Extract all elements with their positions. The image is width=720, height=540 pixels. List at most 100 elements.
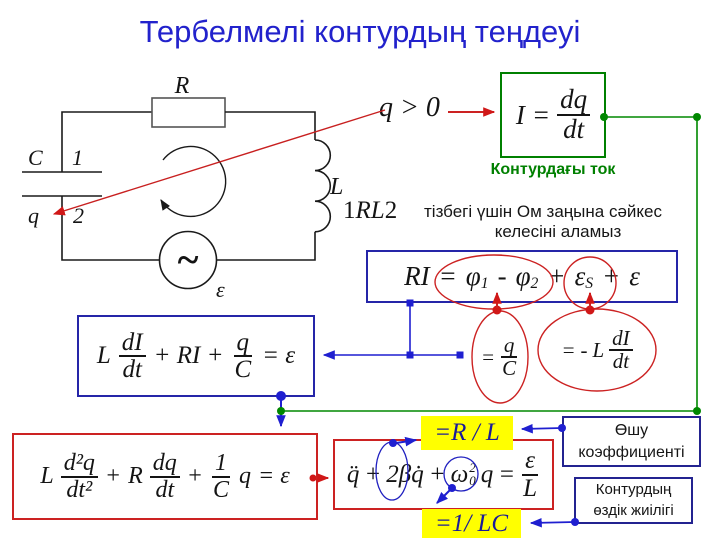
resistor-label: R	[174, 73, 190, 99]
second-order-equation-box: L d²q dt² + R dq dt + 1 C q = ε	[12, 433, 318, 520]
current-equation-box: I = dq dt	[500, 72, 606, 158]
current-eq-sign: =	[531, 99, 551, 130]
loop-den2: C	[234, 356, 252, 383]
resistor-symbol	[151, 97, 226, 128]
capacitor-substitution: = q C	[472, 330, 528, 384]
ohm-phi1: φ1	[465, 261, 489, 293]
inductor-symbol	[314, 139, 332, 233]
rl-n1: 1	[343, 197, 356, 224]
damping-line2: коэффициенті	[578, 443, 685, 461]
so-frac2: dq dt	[149, 451, 180, 503]
flow-dot-3	[693, 407, 701, 415]
damping-label-arrow	[520, 423, 563, 434]
capacitor-label: C	[28, 145, 43, 170]
indsub-den: dt	[612, 349, 630, 373]
so-coef2: R	[128, 463, 143, 489]
damping-coefficient-label-box: Өшу коэффициенті	[562, 416, 701, 467]
loop-frac1: dI dt	[118, 329, 146, 383]
indsub-eq: =	[561, 337, 576, 362]
capsub-num: q	[500, 334, 518, 358]
mid-junction-square	[406, 351, 414, 359]
emf-label: ε	[216, 277, 225, 302]
ohm-text-line2: келесіні аламыз	[494, 222, 622, 241]
phi-junction-dot	[492, 305, 502, 315]
current-fraction: dq dt	[557, 86, 591, 144]
ac-tilde-symbol: ~	[178, 237, 199, 282]
canon-plus2: +	[428, 460, 446, 488]
rl-rl: RL	[355, 197, 385, 224]
so-den3: C	[212, 476, 229, 503]
node2-label: 2	[73, 203, 84, 228]
current-caption: Контурдағы ток	[490, 161, 616, 178]
page-title: Тербелмелі контурдың теңдеуі	[139, 14, 581, 49]
so-frac1: d²q dt²	[60, 451, 98, 503]
capsub-fraction: q C	[499, 334, 519, 380]
ohm-lhs: RI	[404, 261, 430, 291]
loop-equation-box: L dI dt + RI + q C = ε	[77, 315, 315, 397]
ohm-eps: ε	[629, 261, 640, 291]
capsub-den: C	[502, 356, 517, 380]
end-junction-square	[456, 351, 464, 359]
canon-var: q	[480, 460, 494, 488]
flow-dot-4	[277, 407, 285, 415]
charge-pointer-line	[52, 109, 386, 216]
so-num3: 1	[211, 451, 230, 478]
canon-beta-term: 2βq̇	[386, 460, 424, 488]
canon-fraction: ε L	[520, 448, 540, 501]
canon-eq-sign: =	[498, 460, 516, 488]
current-direction-arrow	[160, 145, 227, 218]
charge-condition-text: q > 0	[379, 92, 440, 123]
ohm-plus-a: +	[547, 261, 566, 291]
eigenfreq-line2: өздік жиілігі	[593, 501, 674, 519]
so-num1: d²q	[60, 451, 98, 478]
ohm-text-line1: тізбегі үшін Ом заңына сәйкес	[424, 202, 662, 221]
so-plus2: +	[186, 463, 203, 489]
canon-omega-supsub: 2 0	[469, 460, 476, 488]
current-lhs: I	[515, 99, 525, 130]
rl-n2: 2	[384, 197, 398, 224]
circuit-labels: R L C 1 q 2 ε ~	[28, 73, 343, 302]
ohm-phi2: φ2	[515, 261, 539, 293]
inductor-label: L	[329, 174, 343, 200]
damping-line1: Өшу	[614, 421, 649, 439]
charge-label: q	[28, 203, 39, 228]
canon-omega: ω	[450, 460, 469, 488]
so-rhs: = ε	[258, 463, 290, 489]
node1-label: 1	[72, 145, 83, 170]
loop-num2: q	[233, 329, 253, 357]
so-coef1: L	[40, 463, 54, 489]
indsub-minus: -	[580, 337, 588, 362]
ohm-eps-s: εS	[574, 261, 594, 293]
inductor-substitution: = - L dI dt	[540, 326, 654, 374]
eigenfreq-line1: Контурдың	[595, 481, 672, 499]
loop-coef: L	[96, 342, 111, 369]
omega-definition: =1/ LC	[422, 509, 521, 538]
so-plus1: +	[104, 463, 122, 489]
loop-frac2: q C	[231, 329, 254, 383]
loop-mid: + RI +	[153, 342, 224, 369]
canon-qddot: q̈	[346, 460, 360, 488]
loop-num1: dI	[118, 329, 146, 357]
ohm-law-equation-box: RI = φ1 - φ2 + εS + ε	[366, 250, 678, 303]
so-num2: dq	[149, 451, 180, 478]
capsub-eq: =	[480, 344, 496, 369]
eps-junction-dot	[585, 305, 595, 315]
indsub-coef: L	[592, 337, 605, 362]
so-var: q	[239, 463, 251, 489]
so-den1: dt²	[66, 476, 93, 503]
so-den2: dt	[155, 476, 175, 503]
rl-segment-label: 1RL2	[343, 197, 397, 225]
ac-source-symbol	[158, 230, 218, 290]
indsub-fraction: dI dt	[609, 327, 633, 373]
canon-plus1: +	[364, 460, 382, 488]
canon-num: ε	[522, 448, 539, 476]
indsub-num: dI	[609, 327, 633, 351]
eigenfreq-label-arrow	[529, 517, 576, 528]
canon-omega-term: ω 2 0	[451, 461, 476, 489]
flow-dot-2	[693, 113, 701, 121]
ohm-eq-sign: =	[438, 261, 457, 291]
loop-den1: dt	[122, 356, 142, 383]
loop-rhs: = ε	[262, 342, 296, 369]
current-den: dt	[563, 114, 585, 144]
